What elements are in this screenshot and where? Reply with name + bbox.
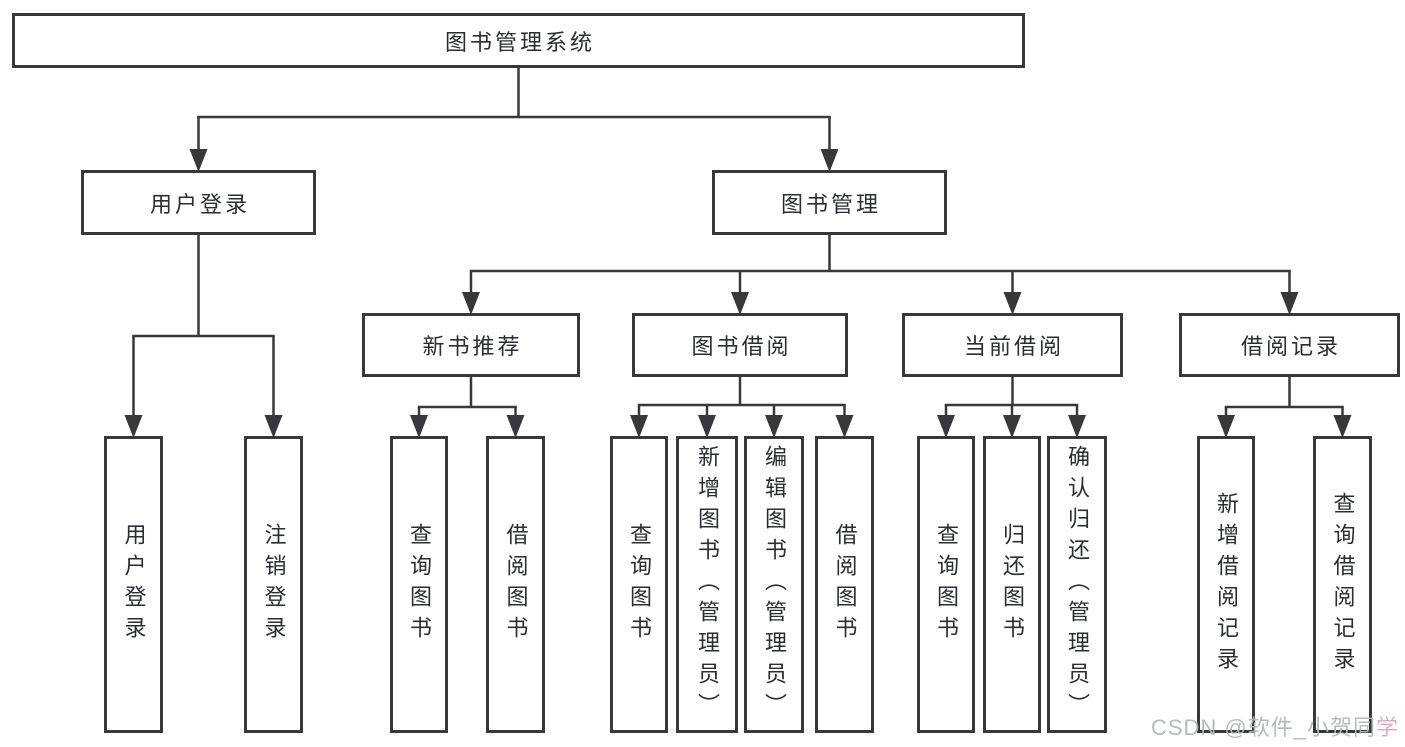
node-label: 确认归还（管理员）	[1065, 445, 1090, 724]
leaf-user-login: 用户登录	[104, 436, 163, 733]
watermark-accent: 学	[1375, 715, 1399, 740]
leaf-add-books-admin: 新增图书（管理员）	[676, 436, 738, 733]
node-new-book-recommendation: 新书推荐	[362, 313, 580, 377]
node-label: 图书管理	[780, 191, 881, 217]
node-label: 新增图书（管理员）	[695, 445, 720, 724]
leaf-return-books: 归还图书	[983, 436, 1041, 733]
node-label: 查询图书	[407, 522, 432, 647]
leaf-query-borrow-record: 查询借阅记录	[1313, 436, 1372, 733]
node-label: 新增借阅记录	[1214, 491, 1239, 678]
csdn-watermark: CSDN @软件_小贺同学	[1151, 710, 1399, 742]
leaf-query-books-recommend: 查询图书	[390, 436, 448, 733]
node-label: 归还图书	[1000, 522, 1025, 647]
node-label: 注销登录	[261, 522, 287, 647]
node-borrow-records: 借阅记录	[1179, 313, 1400, 377]
leaf-query-books-current: 查询图书	[917, 436, 975, 733]
node-current-borrowing: 当前借阅	[902, 313, 1123, 377]
node-label: 查询图书	[934, 522, 959, 647]
node-label: 借阅图书	[503, 522, 529, 647]
leaf-query-books-borrow: 查询图书	[610, 436, 668, 733]
node-book-management: 图书管理	[712, 170, 947, 235]
leaf-borrow-books: 借阅图书	[815, 436, 874, 733]
node-label: 图书管理系统	[444, 29, 595, 55]
leaf-edit-books-admin: 编辑图书（管理员）	[744, 436, 804, 733]
watermark-text: CSDN @软件_小贺同	[1150, 715, 1376, 740]
node-label: 当前借阅	[963, 334, 1064, 359]
node-user-login: 用户登录	[81, 170, 316, 235]
node-book-borrowing: 图书借阅	[632, 313, 848, 377]
node-label: 查询借阅记录	[1330, 491, 1356, 678]
node-label: 编辑图书（管理员）	[762, 445, 787, 724]
node-label: 新书推荐	[422, 334, 523, 359]
node-label: 借阅记录	[1240, 334, 1341, 359]
leaf-add-borrow-record: 新增借阅记录	[1197, 436, 1255, 733]
node-label: 查询图书	[627, 522, 652, 647]
leaf-confirm-return-admin: 确认归还（管理员）	[1047, 436, 1107, 733]
leaf-logout: 注销登录	[244, 436, 303, 733]
node-library-management-system: 图书管理系统	[12, 13, 1025, 68]
node-label: 用户登录	[149, 191, 250, 217]
node-label: 图书借阅	[691, 334, 792, 359]
node-label: 用户登录	[121, 522, 147, 647]
node-label: 借阅图书	[832, 522, 858, 647]
leaf-borrow-books-recommend: 借阅图书	[486, 436, 545, 733]
